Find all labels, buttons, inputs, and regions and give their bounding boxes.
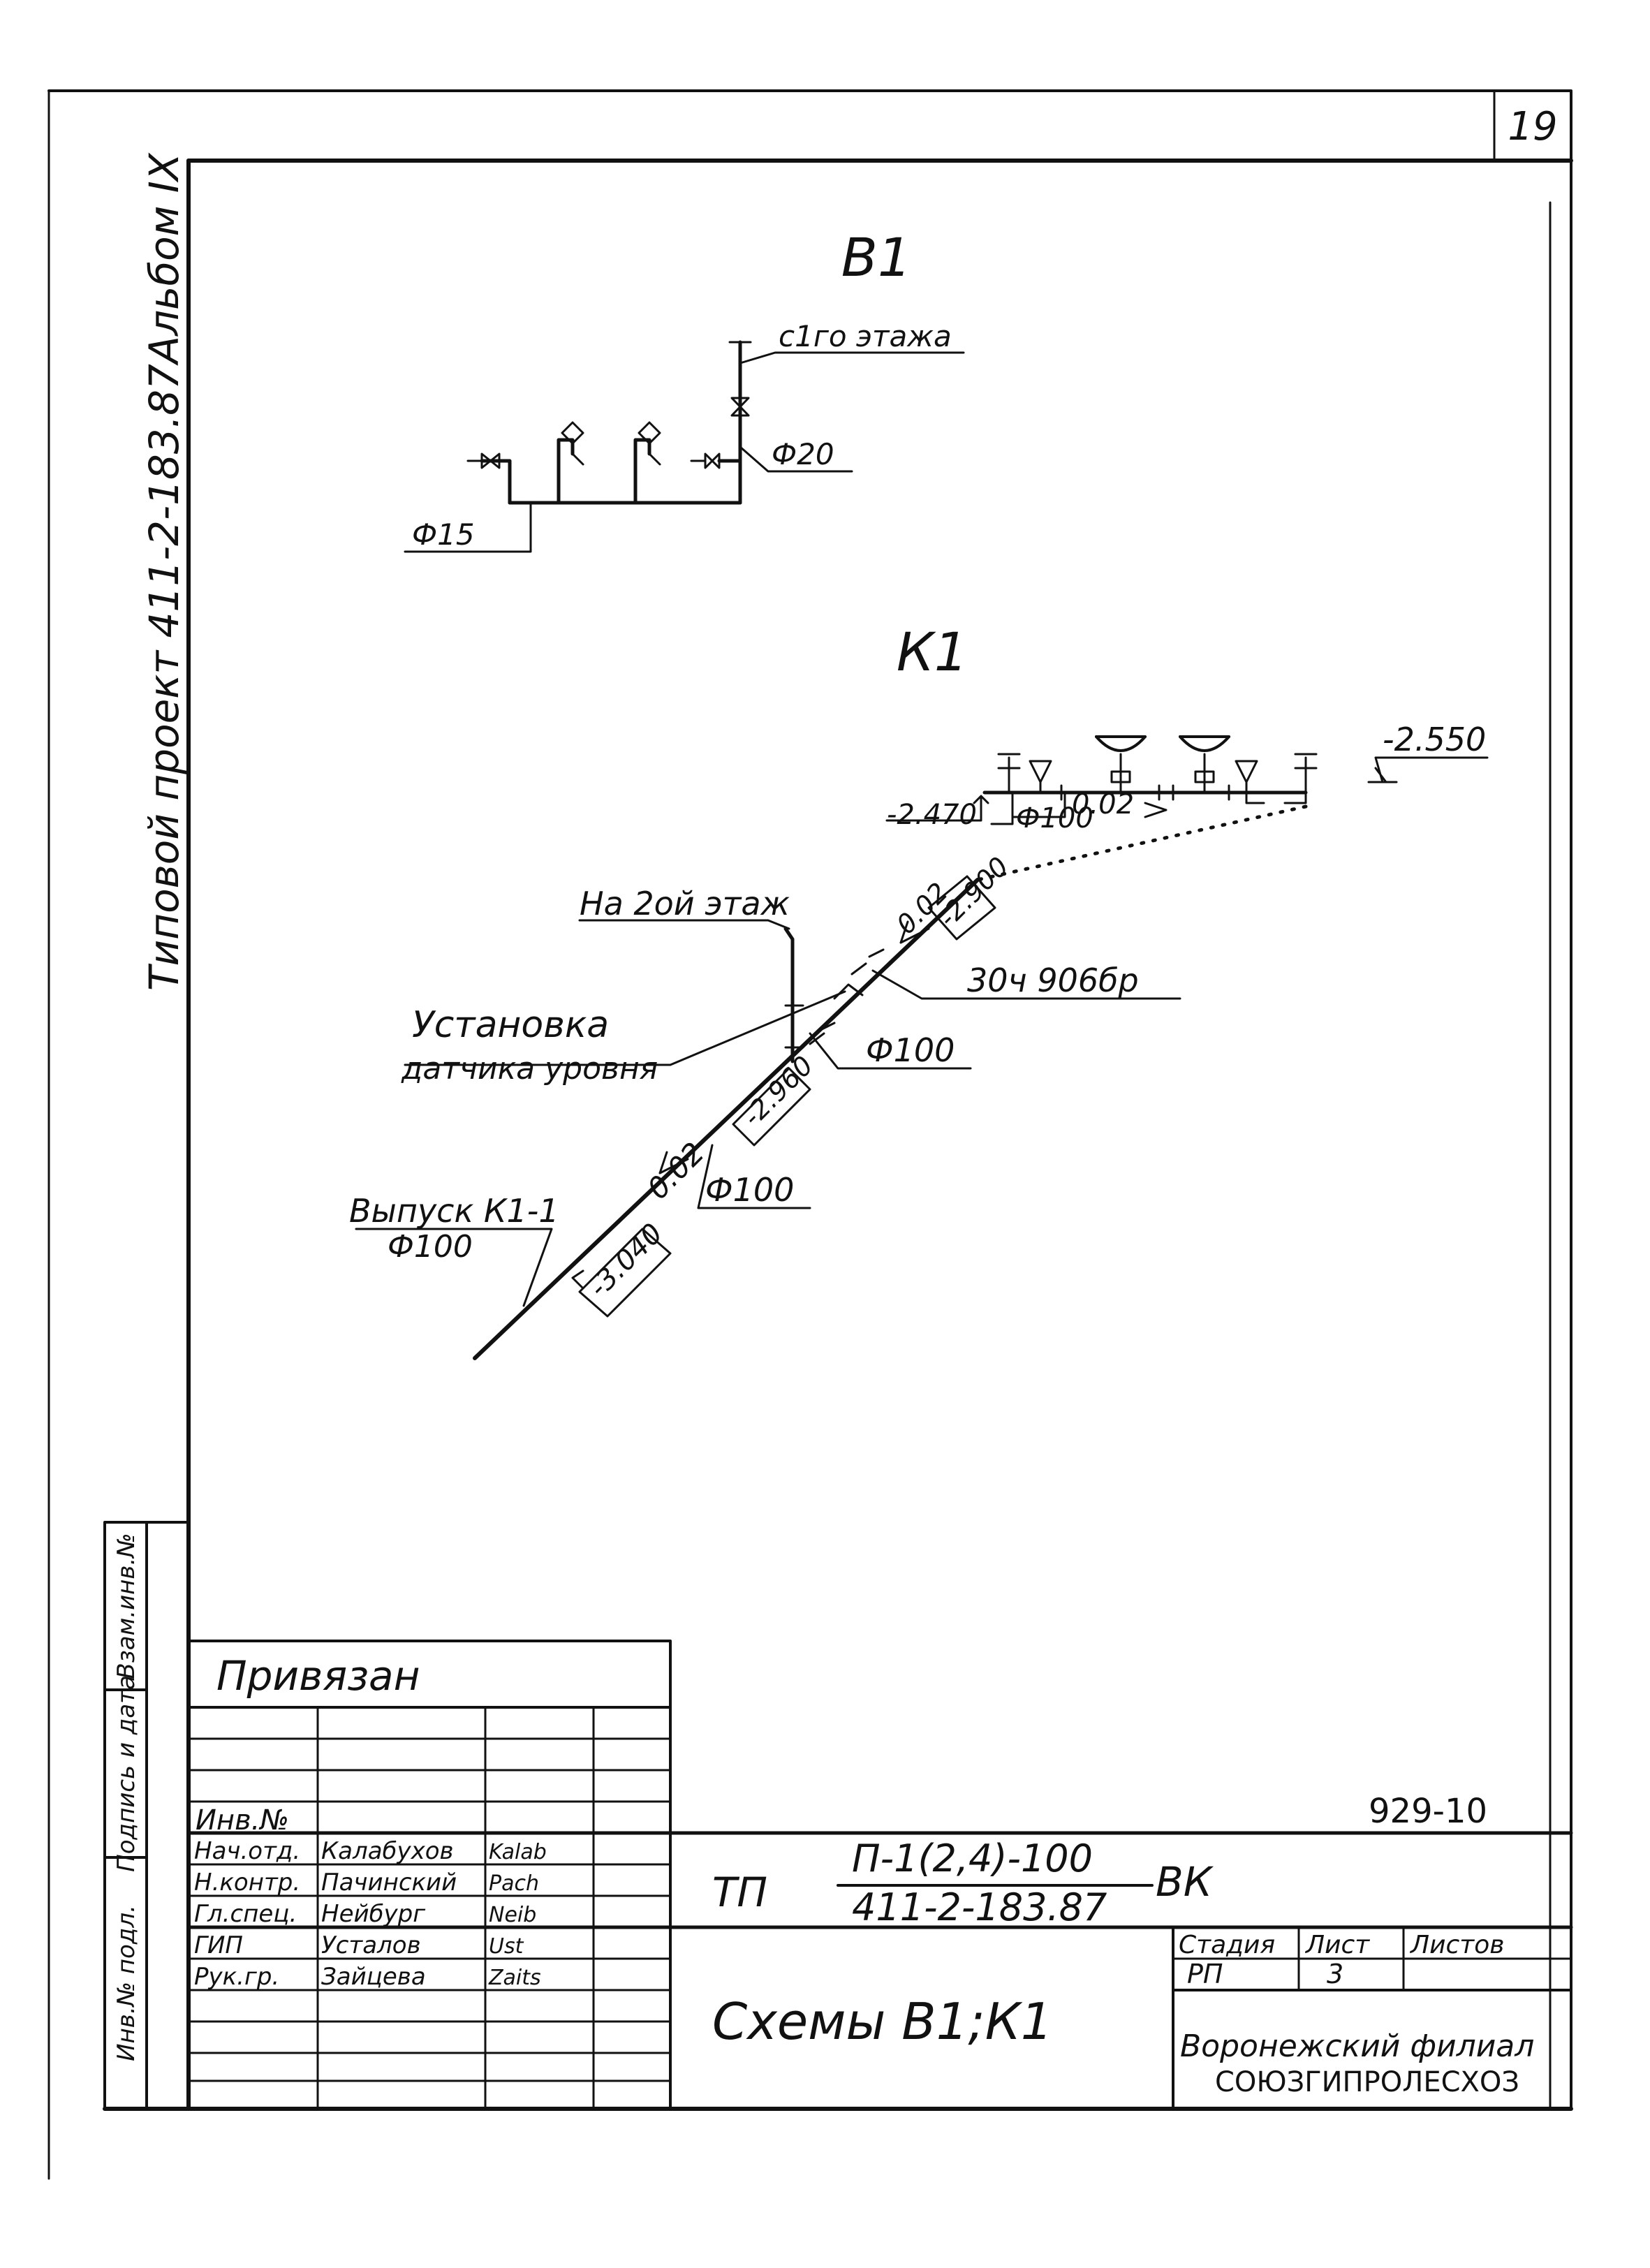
stage-header: Стадия — [1179, 1931, 1275, 1959]
sheet-header: Лист — [1304, 1931, 1370, 1959]
b1-riser-label: с1го этажа — [779, 319, 952, 353]
sheets-header: Листов — [1409, 1931, 1504, 1959]
k1-outlet-label: Выпуск К1-1 — [349, 1192, 559, 1230]
name-2: Нейбург — [321, 1900, 426, 1928]
side-stamp — [103, 1521, 190, 2110]
k1-level-left: -2.470 — [887, 799, 977, 831]
tp-prefix: ТП — [712, 1869, 767, 1916]
k1-sensor-line1: Установка — [412, 1004, 609, 1046]
signature-2: Neib — [489, 1903, 536, 1927]
sheet-value: 3 — [1327, 1959, 1343, 1989]
name-3: Усталов — [321, 1931, 421, 1959]
tp-denominator: 411-2-183.87 — [852, 1885, 1107, 1929]
doc-code: 929-10 — [1369, 1792, 1487, 1831]
role-1: Н.контр. — [194, 1869, 300, 1897]
name-4: Зайцева — [321, 1963, 426, 1991]
org-line1: Воронежский филиал — [1180, 2028, 1534, 2064]
title-block-grid — [186, 1640, 1573, 2110]
k1-drain-series: 30ч 906бр — [967, 962, 1139, 999]
side-stamp-col3: Инв.№ подл. — [112, 1905, 140, 2061]
k1-outlet-pipe: Ф100 — [388, 1229, 473, 1265]
signature-1: Pach — [489, 1871, 539, 1896]
album-label: Альбом IX — [140, 152, 188, 366]
page-number: 19 — [1508, 104, 1557, 149]
k1-to-second-floor: На 2ой этаж — [580, 885, 790, 922]
b1-title: В1 — [841, 226, 912, 288]
k1-pipeline — [355, 735, 1489, 1360]
inv-no-label: Инв.№ — [196, 1804, 289, 1836]
role-0: Нач.отд. — [194, 1837, 300, 1865]
project-label: Типовой проект 411-2-183.87 — [140, 364, 188, 991]
sheet-frame — [47, 89, 1573, 2180]
k1-slope-main: 0.02 — [1072, 788, 1134, 820]
signature-4: Zaits — [488, 1966, 541, 1990]
k1-title: К1 — [897, 621, 968, 683]
stage-value: РП — [1187, 1959, 1223, 1989]
k1-level-outlet: -3.040 — [583, 1217, 670, 1304]
role-4: Рук.гр. — [194, 1963, 279, 1991]
name-1: Пачинский — [321, 1869, 457, 1897]
tp-numerator: П-1(2,4)-100 — [852, 1836, 1093, 1880]
tp-suffix: ВК — [1156, 1858, 1214, 1906]
org-line2: СОЮЗГИПРОЛЕСХОЗ — [1215, 2066, 1519, 2098]
role-3: ГИП — [194, 1931, 243, 1959]
b1-pipeline — [404, 340, 965, 553]
name-0: Калабухов — [321, 1837, 454, 1865]
signature-0: Kalab — [489, 1840, 547, 1864]
k1-level-right: -2.550 — [1383, 721, 1486, 758]
k1-pipe-main: Ф100 — [1016, 802, 1093, 834]
k1-sensor-line2: датчика уровня — [401, 1051, 658, 1087]
side-stamp-col1: Взам.инв.№ — [112, 1533, 140, 1679]
b1-pipe-d15: Ф15 — [412, 517, 475, 552]
k1-level-mid: -2.960 — [737, 1050, 819, 1133]
drawing-title: Схемы В1;К1 — [712, 1992, 1053, 2051]
b1-pipe-d20: Ф20 — [772, 437, 834, 471]
role-2: Гл.спец. — [194, 1900, 297, 1928]
signature-3: Ust — [489, 1934, 524, 1959]
privyazan-label: Привязан — [216, 1652, 420, 1700]
side-stamp-col2: Подпись и дата — [112, 1675, 140, 1872]
k1-pipe-lower: Ф100 — [705, 1171, 794, 1209]
k1-pipe-mid: Ф100 — [866, 1031, 955, 1069]
